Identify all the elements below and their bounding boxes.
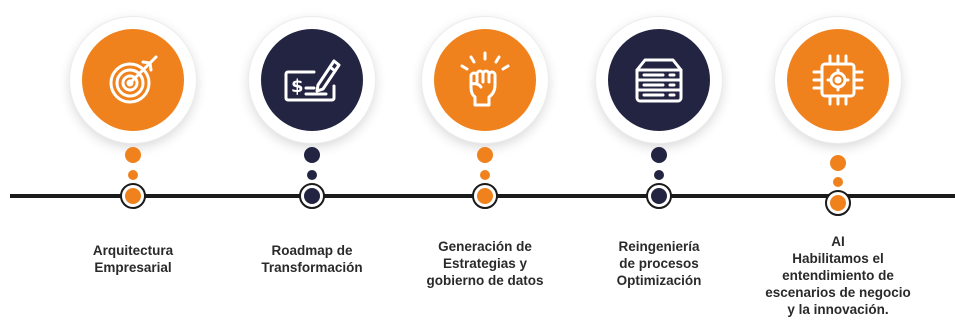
connector-dot-large [125, 147, 141, 163]
timeline-step-reingenieria: Reingeniería de procesos Optimización [559, 0, 759, 323]
connector-dot-large [477, 147, 493, 163]
timeline-step-arquitectura: Arquitectura Empresarial [33, 0, 233, 323]
icon-badge: $ [249, 17, 375, 143]
check-signing-icon: $ [284, 59, 341, 102]
svg-text:$: $ [291, 76, 304, 97]
timeline-step-roadmap: $ Roadmap de Transformación [212, 0, 412, 323]
timeline-step-generacion: Generación de Estrategias y gobierno de … [385, 0, 585, 323]
step-label: Reingeniería de procesos Optimización [616, 239, 702, 288]
connector-dot-small [307, 170, 317, 180]
connector-dot-small [480, 170, 490, 180]
step-label: Generación de Estrategias y gobierno de … [426, 239, 544, 288]
target-icon [109, 55, 158, 104]
raised-fist-icon [460, 51, 510, 107]
connector-dot-large [651, 147, 667, 163]
timeline-node [120, 183, 146, 209]
connector-dot-small [833, 177, 843, 187]
connector-dot-large [830, 155, 846, 171]
connector-dot-small [654, 170, 664, 180]
connector-dot-small [128, 170, 138, 180]
connector-dot-large [304, 147, 320, 163]
timeline-step-ai: AI Habilitamos el entendimiento de escen… [738, 0, 938, 323]
ai-chip-icon [812, 54, 864, 106]
icon-badge [596, 17, 722, 143]
icon-badge [70, 17, 196, 143]
timeline-node [825, 190, 851, 216]
icon-badge [422, 17, 548, 143]
icon-badge [775, 17, 901, 143]
timeline-node [472, 183, 498, 209]
step-label: Arquitectura Empresarial [92, 243, 174, 275]
step-label: AI Habilitamos el entendimiento de escen… [765, 234, 911, 317]
step-label: Roadmap de Transformación [261, 243, 363, 275]
server-stack-icon [635, 58, 683, 103]
timeline-node [646, 183, 672, 209]
timeline-node [299, 183, 325, 209]
